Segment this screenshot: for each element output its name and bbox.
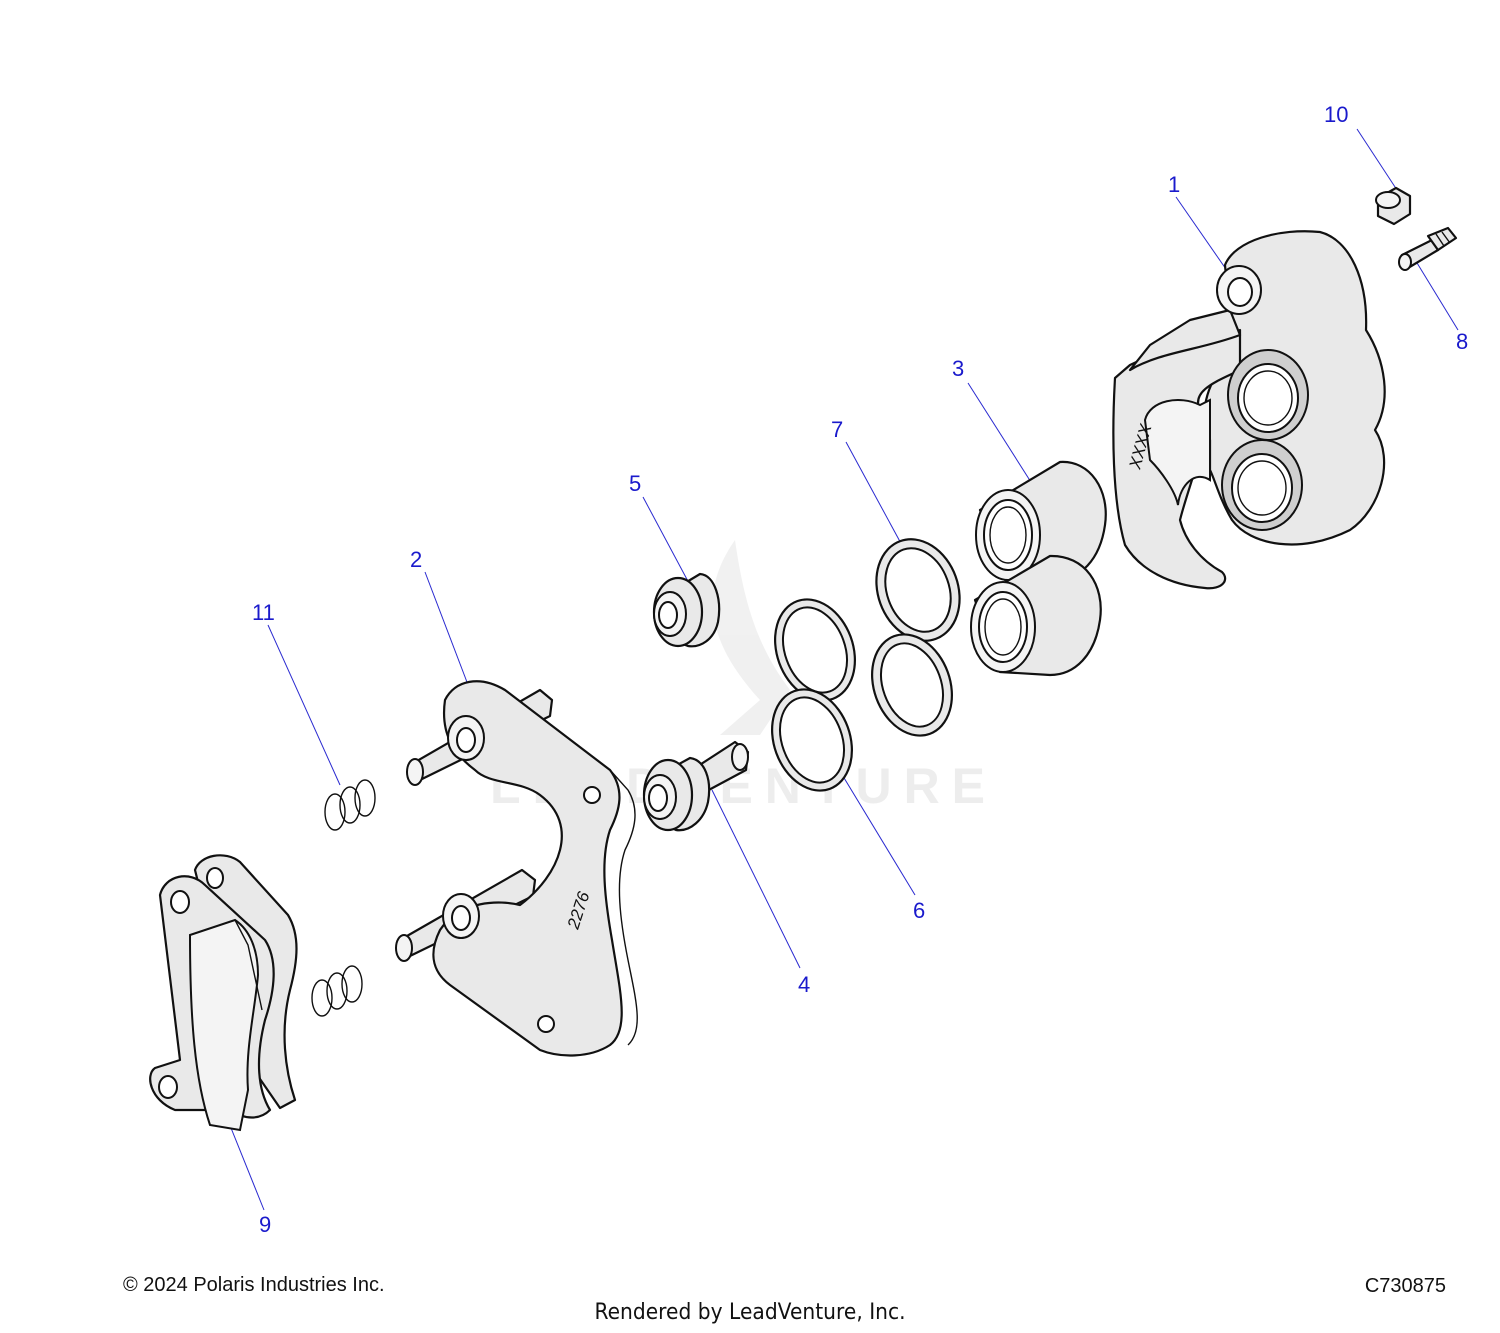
seal-6-upper-part — [774, 598, 856, 702]
copyright-text: © 2024 Polaris Industries Inc. — [123, 1274, 385, 1296]
seal-7-upper-part — [875, 538, 961, 642]
seal-7-lower-part — [871, 633, 953, 737]
seal-6-lower-part — [771, 688, 853, 792]
callout-3: 3 — [952, 356, 964, 381]
brake-pads-part — [149, 854, 298, 1132]
bleeder-cap-part — [1375, 186, 1412, 226]
leader-2 — [424, 571, 471, 691]
leader-5 — [642, 496, 691, 586]
pin-boot-part — [652, 572, 721, 648]
callout-5: 5 — [629, 471, 641, 496]
callout-labels: 1 2 3 4 5 6 7 8 9 10 11 — [252, 102, 1468, 1237]
callout-4: 4 — [798, 972, 810, 997]
caliper-body-part: XXXX — [1112, 230, 1386, 590]
rendered-by-text: Rendered by LeadVenture, Inc. — [594, 1300, 906, 1325]
callout-8: 8 — [1456, 329, 1468, 354]
leader-4 — [711, 789, 801, 969]
spring-upper-part — [324, 779, 376, 831]
piston-lower-part — [970, 554, 1102, 677]
leader-1 — [1175, 196, 1229, 273]
slide-pin-boot-part — [642, 740, 750, 832]
callout-11: 11 — [252, 600, 275, 625]
leader-3 — [967, 382, 1037, 491]
leader-9 — [226, 1117, 265, 1211]
caliper-bracket-part: 2276 — [395, 680, 638, 1057]
spring-lower-part — [311, 965, 363, 1017]
piston-upper-part — [975, 460, 1107, 582]
bleeder-screw-part — [1398, 226, 1458, 271]
callout-2: 2 — [410, 547, 422, 572]
drawing-code: C730875 — [1364, 1275, 1446, 1297]
leader-8 — [1413, 257, 1459, 331]
callout-7: 7 — [831, 417, 843, 442]
callout-10: 10 — [1324, 102, 1348, 127]
leader-10 — [1356, 128, 1398, 191]
leader-11 — [267, 624, 341, 786]
callout-1: 1 — [1168, 172, 1180, 197]
callout-6: 6 — [913, 898, 925, 923]
callout-9: 9 — [259, 1212, 271, 1237]
